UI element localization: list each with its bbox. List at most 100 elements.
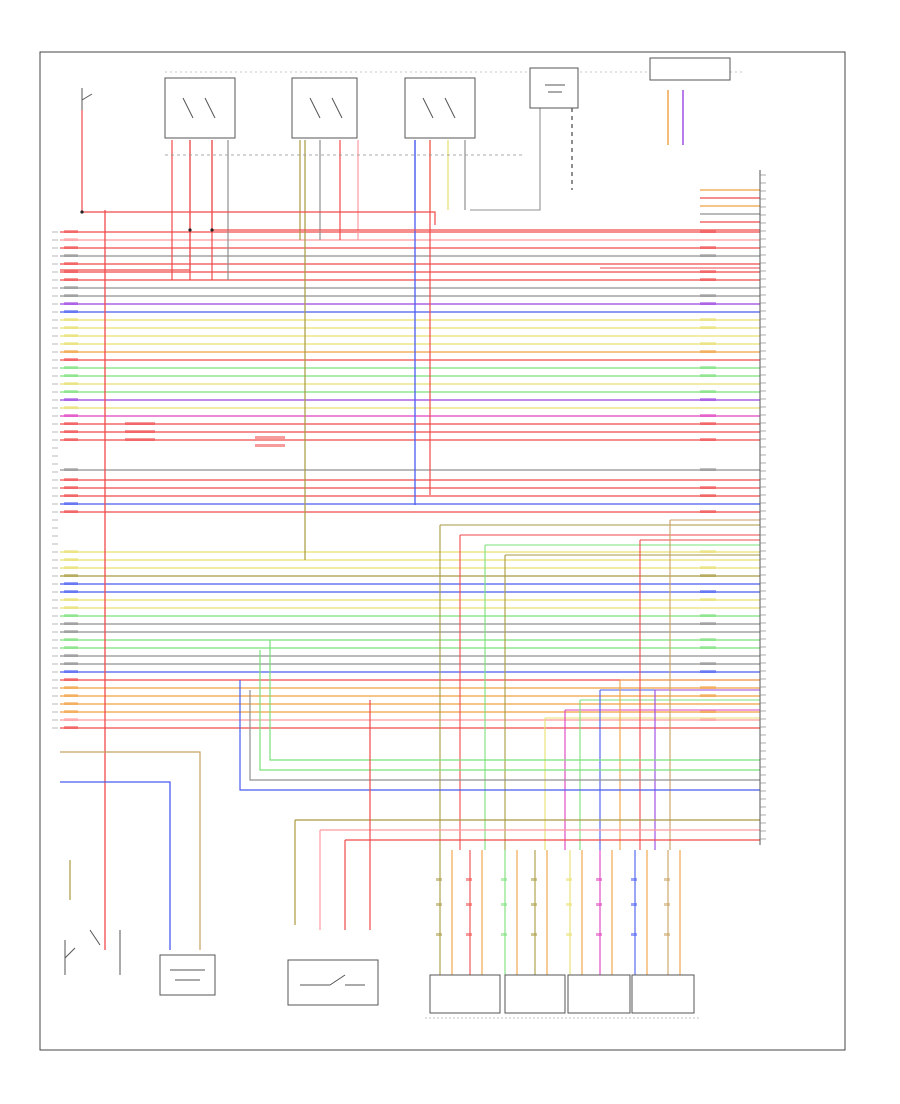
right-wire-code — [700, 718, 716, 721]
left-wire-code — [64, 318, 78, 321]
injector-code — [596, 878, 602, 881]
relay-3-box — [404, 77, 476, 139]
left-wire-code — [64, 430, 78, 433]
left-wire-code — [64, 382, 78, 385]
left-wire-code — [64, 398, 78, 401]
mid-code — [125, 430, 155, 433]
sensor-ground-wire — [249, 690, 760, 781]
right-wire-code — [700, 590, 716, 593]
injector-box-4 — [631, 974, 695, 1014]
right-wire-code — [700, 670, 716, 673]
right-wire-code — [700, 574, 716, 577]
sensor-3-symbol — [300, 974, 365, 986]
left-wire-code — [64, 238, 78, 241]
left-wire-code — [64, 702, 78, 705]
left-wire-code — [64, 598, 78, 601]
right-wire-code — [700, 566, 716, 569]
mid-code — [125, 438, 155, 441]
left-wire-code — [64, 510, 78, 513]
right-wire-code — [700, 294, 716, 297]
injector-code — [664, 933, 670, 936]
left-wire-code — [64, 590, 78, 593]
left-wire-code — [64, 566, 78, 569]
right-wire-code — [700, 438, 716, 441]
injector-code — [596, 903, 602, 906]
switch-bottom-symbol — [64, 929, 121, 975]
left-wire-code — [64, 670, 78, 673]
injector-box-1 — [429, 974, 501, 1014]
left-wire-code — [64, 486, 78, 489]
sensor-a-wire — [60, 781, 171, 950]
right-wire-code — [700, 422, 716, 425]
injector-code — [436, 903, 442, 906]
left-wire-code — [64, 422, 78, 425]
left-wire-code — [64, 622, 78, 625]
injector-code — [631, 933, 637, 936]
connector-top-right-box — [649, 57, 731, 81]
right-wire-code — [700, 622, 716, 625]
left-wire-code — [64, 286, 78, 289]
right-wire-code — [700, 230, 716, 233]
mid-code — [255, 444, 285, 447]
sensor-b-wire — [60, 751, 201, 950]
left-wire-code — [64, 326, 78, 329]
mid-code — [255, 436, 285, 439]
injector-code — [596, 933, 602, 936]
injector-code — [436, 878, 442, 881]
right-wire-code — [700, 246, 716, 249]
right-wire-code — [700, 366, 716, 369]
left-wire-code — [64, 582, 78, 585]
injector-box-2 — [504, 974, 566, 1014]
left-wire-code — [64, 558, 78, 561]
sensor-ref-wire — [269, 640, 760, 761]
left-wire-code — [64, 262, 78, 265]
relay-contact-symbol — [309, 97, 343, 119]
mid-code — [125, 422, 155, 425]
injector-code — [566, 933, 572, 936]
right-wire-code — [700, 278, 716, 281]
injector-code — [531, 933, 537, 936]
module-top-box — [529, 67, 579, 109]
left-wire-code — [64, 246, 78, 249]
left-wire-code — [64, 494, 78, 497]
right-wire-code — [700, 550, 716, 553]
left-wire-code — [64, 662, 78, 665]
right-wire-code — [700, 398, 716, 401]
left-wire-code — [64, 606, 78, 609]
left-wire-code — [64, 310, 78, 313]
right-wire-code — [700, 302, 716, 305]
right-wire-code — [700, 350, 716, 353]
module-top-wire — [470, 108, 541, 211]
relay-1-box — [164, 77, 236, 139]
left-wire-code — [64, 406, 78, 409]
sensor-2-symbol — [170, 969, 205, 981]
right-wire-code — [700, 710, 716, 713]
left-wire-code — [64, 614, 78, 617]
sensor-bottom-2-box — [159, 954, 216, 996]
left-wire-code — [64, 478, 78, 481]
diagram-border — [39, 51, 846, 1051]
left-wire-code — [64, 254, 78, 257]
left-wire-code — [64, 726, 78, 729]
relay-2-box — [291, 77, 358, 139]
left-wire-code — [64, 358, 78, 361]
right-wire-code — [700, 614, 716, 617]
injector-code — [466, 903, 472, 906]
left-wire-code — [64, 468, 78, 471]
injector-code — [501, 903, 507, 906]
relay-contact-symbol — [422, 97, 456, 119]
left-wire-code — [64, 686, 78, 689]
injector-code — [664, 878, 670, 881]
injector-code — [531, 878, 537, 881]
left-wire-code — [64, 302, 78, 305]
right-wire-code — [700, 468, 716, 471]
module-top-symbol — [545, 84, 565, 93]
right-wire-code — [700, 326, 716, 329]
right-wire-code — [700, 270, 716, 273]
right-wire-code — [700, 318, 716, 321]
relay-contact-symbol — [182, 97, 216, 119]
left-wire-code — [64, 350, 78, 353]
injector-code — [501, 878, 507, 881]
